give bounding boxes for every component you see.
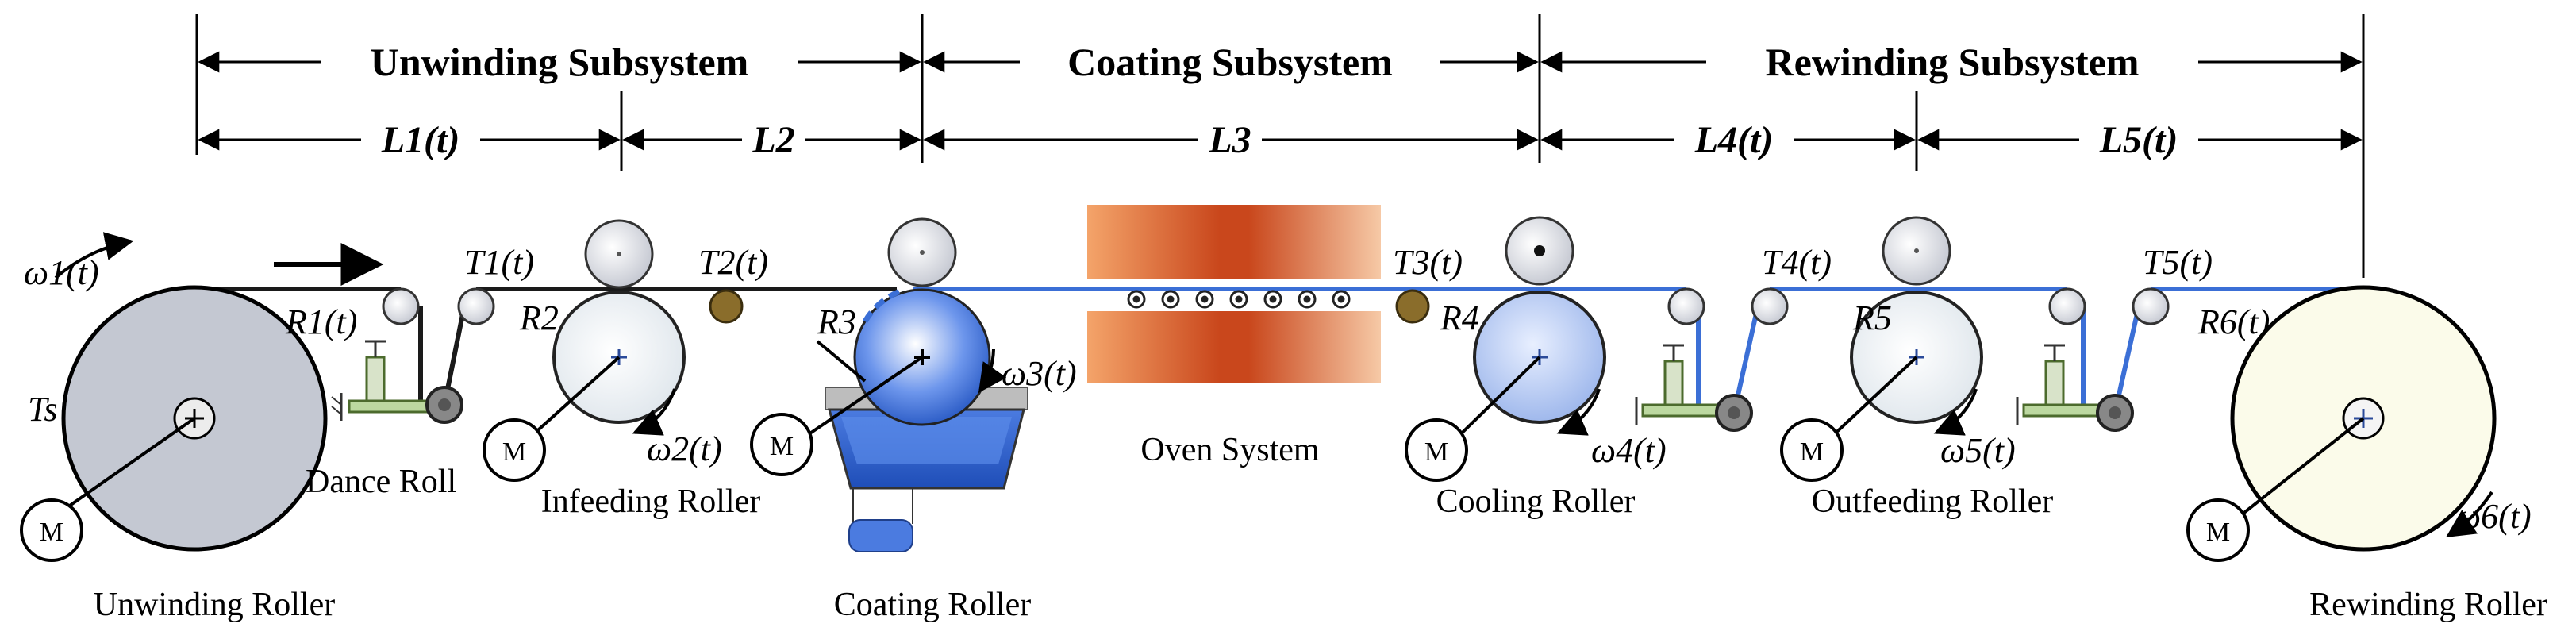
dance-roll-guide-1 <box>382 287 420 325</box>
rewind-dancer-guide-3 <box>2048 287 2086 325</box>
rewind-dancer-1 <box>1635 344 1753 432</box>
header-coating-subsystem: Coating Subsystem <box>1067 40 1393 84</box>
cooling-nip-roller <box>1505 216 1574 286</box>
dance-roll-guide-2 <box>457 287 495 325</box>
rewinding-motor: M <box>2186 498 2250 562</box>
header-rewinding-subsystem: Rewinding Subsystem <box>1766 40 2140 84</box>
rewind-dancer-guide-4 <box>2132 287 2170 325</box>
dance-roll-label: Dance Roll <box>306 464 456 500</box>
segment-l2: L2 <box>752 119 794 161</box>
omega4-arrow <box>1556 388 1601 436</box>
omega2-arrow <box>632 388 676 436</box>
web-path-blue <box>913 287 2363 415</box>
coating-nip-roller <box>887 217 957 287</box>
t3-label: T3(t) <box>1393 243 1463 282</box>
segment-l1: L1(t) <box>381 119 460 161</box>
infeeding-roller-label: Infeeding Roller <box>541 483 760 520</box>
rewind-dancer-guide-1 <box>1667 287 1705 325</box>
unwinding-roller-label: Unwinding Roller <box>94 587 335 623</box>
t2-guide-roll <box>709 289 744 324</box>
r4-guide-roll <box>1395 289 1430 324</box>
outfeeding-roller-label: Outfeeding Roller <box>1812 483 2053 520</box>
outfeeding-nip-roller <box>1882 216 1951 286</box>
rewind-dancer-2 <box>2016 344 2134 432</box>
rewind-dancer-guide-2 <box>1751 287 1789 325</box>
infeeding-motor: M <box>483 418 546 482</box>
segment-l3: L3 <box>1208 119 1251 161</box>
coating-motor: M <box>750 413 813 476</box>
svg-text:M: M <box>502 437 526 467</box>
t4-label: T4(t) <box>1762 243 1832 282</box>
omega6-label: ω6(t) <box>2456 497 2532 536</box>
header-unwinding-subsystem: Unwinding Subsystem <box>371 40 749 84</box>
r5-label: R5 <box>1852 298 1892 337</box>
outfeeding-roller <box>1816 291 1983 452</box>
rewinding-roller <box>2228 285 2497 552</box>
oven-system-label: Oven System <box>1140 432 1319 468</box>
omega2-label: ω2(t) <box>647 429 722 468</box>
omega3-label: ω3(t) <box>1002 354 1077 393</box>
ts-label: Ts <box>28 390 58 429</box>
svg-text:M: M <box>1424 437 1448 467</box>
outfeeding-motor: M <box>1780 418 1844 482</box>
coating-roller <box>792 287 991 446</box>
omega4-label: ω4(t) <box>1591 431 1667 470</box>
omega3-arrow <box>978 348 1007 393</box>
unwinding-motor: M <box>20 498 83 562</box>
omega1-label: ω1(t) <box>24 253 99 292</box>
segment-l5: L5(t) <box>2099 119 2178 161</box>
svg-text:M: M <box>2206 518 2230 547</box>
infeeding-nip-roller <box>584 219 654 289</box>
rewinding-roller-label: Rewinding Roller <box>2309 587 2547 623</box>
segment-l4: L4(t) <box>1694 119 1774 161</box>
t5-label: T5(t) <box>2143 243 2213 282</box>
omega5-arrow <box>1933 388 1978 436</box>
r2-label: R2 <box>519 298 559 337</box>
omega6-arrow <box>2445 491 2493 537</box>
omega1-arrow <box>54 232 134 279</box>
omega5-label: ω5(t) <box>1940 431 2016 470</box>
r4-label: R4 <box>1440 298 1479 337</box>
oven-system <box>1087 205 1381 383</box>
cooling-motor: M <box>1405 418 1468 482</box>
t2-label: T2(t) <box>698 243 768 282</box>
oven-idler-rolls <box>1127 290 1351 309</box>
r3-label: R3 <box>817 302 856 341</box>
unwinding-roller <box>42 285 328 552</box>
r1-label: R1(t) <box>285 302 357 341</box>
svg-text:M: M <box>770 432 794 461</box>
r6-label: R6(t) <box>2197 302 2270 341</box>
dance-roll <box>331 340 463 424</box>
svg-text:M: M <box>1800 437 1824 467</box>
cooling-roller-label: Cooling Roller <box>1436 483 1636 520</box>
coating-roller-label: Coating Roller <box>834 587 1031 623</box>
svg-text:M: M <box>40 518 63 547</box>
t1-label: T1(t) <box>464 243 534 282</box>
